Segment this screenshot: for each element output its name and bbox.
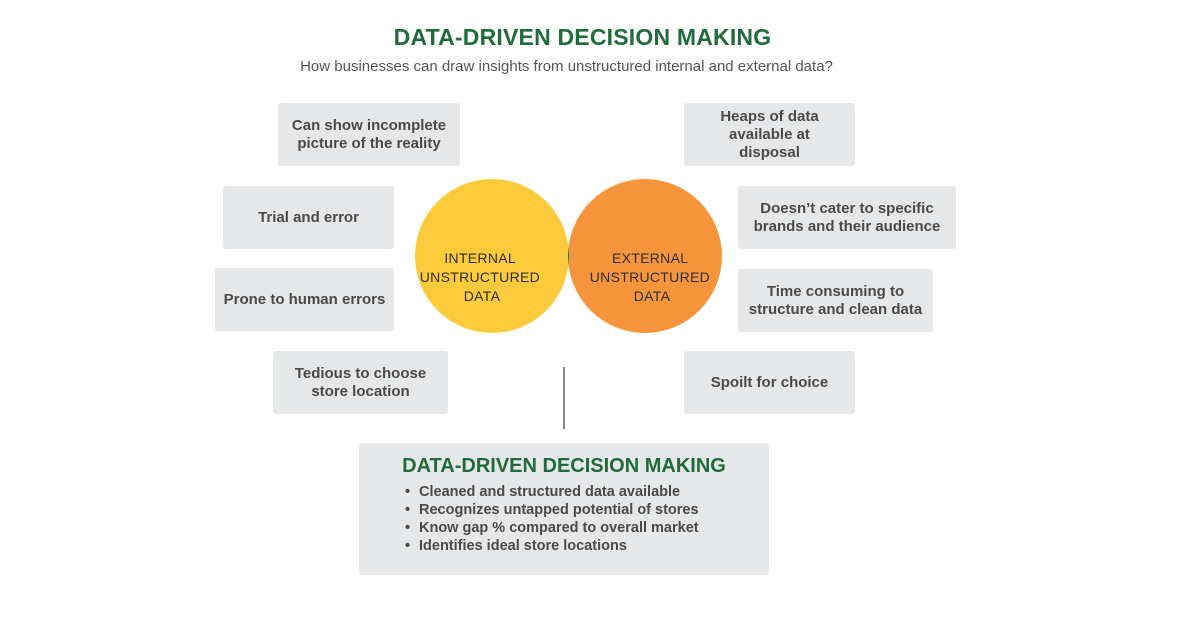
external-point-text: Spoilt for choice <box>710 373 829 391</box>
external-data-circle <box>568 179 722 333</box>
external-circle-label: EXTERNAL UNSTRUCTURED DATA <box>590 250 714 304</box>
external-point-text: Doesn’t cater to specific brands and the… <box>753 199 941 235</box>
result-bullet: Recognizes untapped potential of stores <box>405 501 699 519</box>
page-subtitle: How businesses can draw insights from un… <box>300 58 833 75</box>
internal-label-line: INTERNAL <box>444 250 516 266</box>
result-title: DATA-DRIVEN DECISION MAKING <box>402 455 726 477</box>
result-box: DATA-DRIVEN DECISION MAKING Cleaned and … <box>359 443 769 575</box>
result-bullet-list: Cleaned and structured data available Re… <box>405 483 699 555</box>
external-label-line: EXTERNAL <box>612 250 688 266</box>
internal-circle-label: INTERNAL UNSTRUCTURED DATA <box>420 250 544 304</box>
internal-label-line: UNSTRUCTURED <box>420 269 540 285</box>
internal-point-box: Prone to human errors <box>215 268 394 331</box>
external-point-box: Doesn’t cater to specific brands and the… <box>738 186 956 249</box>
internal-point-box: Can show incomplete picture of the reali… <box>278 103 460 166</box>
internal-data-circle <box>415 179 569 333</box>
internal-point-box: Tedious to choose store location <box>273 351 448 414</box>
internal-point-text: Trial and error <box>258 208 359 226</box>
external-point-box: Spoilt for choice <box>684 351 855 414</box>
external-point-box: Heaps of data available at disposal <box>684 103 855 166</box>
internal-point-box: Trial and error <box>223 186 394 249</box>
external-point-text: Heaps of data available at disposal <box>720 107 819 161</box>
internal-label-line: DATA <box>464 288 501 304</box>
page-title: DATA-DRIVEN DECISION MAKING <box>393 24 772 50</box>
result-bullet: Know gap % compared to overall market <box>405 519 699 537</box>
external-label-line: DATA <box>634 288 671 304</box>
internal-point-text: Can show incomplete picture of the reali… <box>291 116 447 152</box>
external-label-line: UNSTRUCTURED <box>590 269 710 285</box>
internal-point-text: Prone to human errors <box>223 290 386 308</box>
external-point-box: Time consuming to structure and clean da… <box>738 269 933 332</box>
result-bullet: Cleaned and structured data available <box>405 483 699 501</box>
external-point-text: Time consuming to structure and clean da… <box>748 282 923 318</box>
internal-point-text: Tedious to choose store location <box>294 364 427 400</box>
result-bullet: Identifies ideal store locations <box>405 537 699 555</box>
